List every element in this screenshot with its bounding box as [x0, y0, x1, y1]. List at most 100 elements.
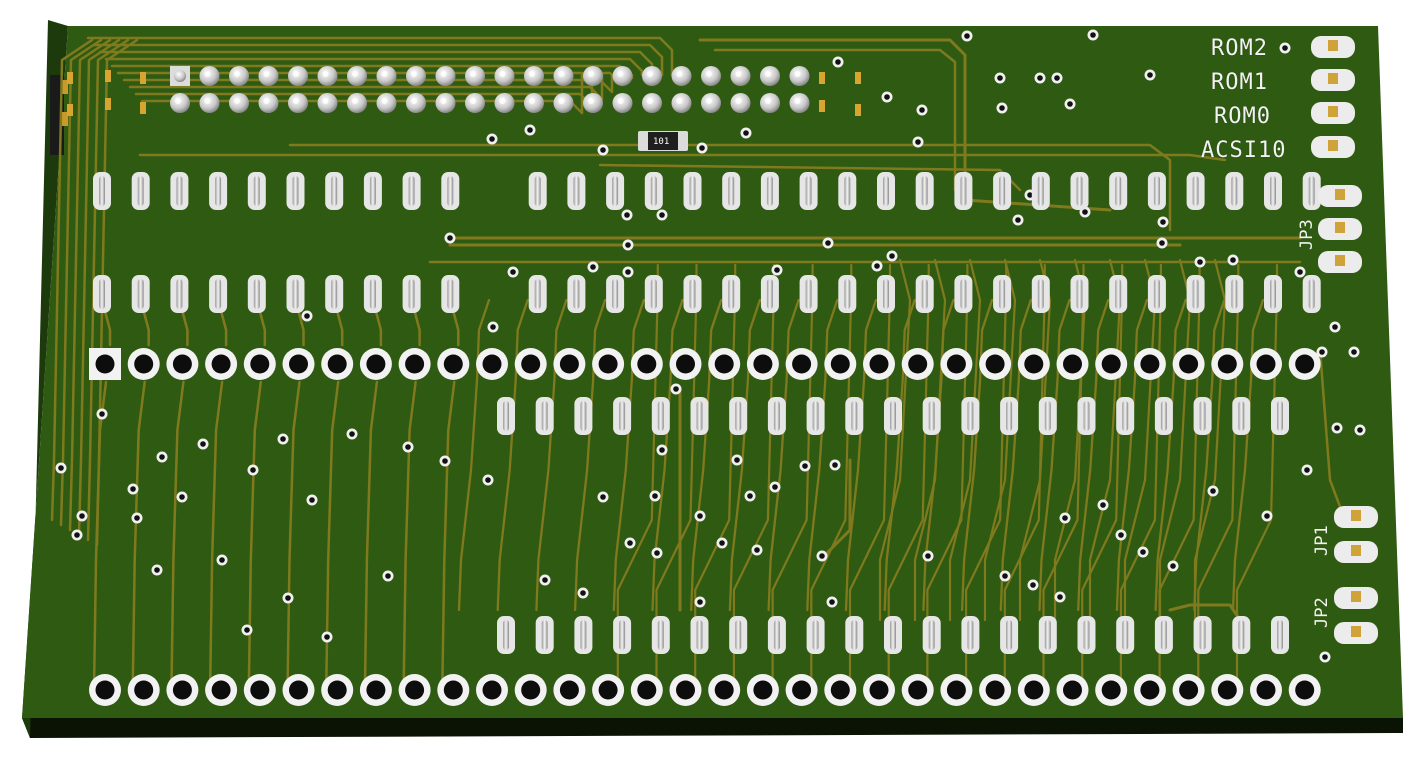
smd-pad: [140, 102, 146, 114]
through-hole: [172, 680, 192, 700]
pin-leg: [1192, 279, 1199, 309]
header-pin-highlight: [175, 98, 181, 104]
through-hole: [250, 354, 270, 374]
through-hole: [95, 354, 115, 374]
pin-leg: [541, 401, 548, 431]
via-hole: [1082, 209, 1088, 215]
pin-leg: [883, 176, 889, 206]
pin-leg: [1037, 176, 1044, 206]
header-pin: [174, 70, 186, 82]
label-rom1: ROM1: [1211, 70, 1268, 95]
through-hole: [1295, 354, 1315, 374]
pin-leg: [967, 401, 974, 431]
pin-leg: [1083, 620, 1090, 650]
via-hole: [527, 127, 533, 133]
pin-leg: [137, 279, 144, 309]
label-rom0: ROM0: [1214, 104, 1271, 129]
via-hole: [719, 540, 725, 546]
pin-leg: [1083, 401, 1090, 431]
through-hole: [1024, 354, 1044, 374]
copper-trace: [1193, 258, 1227, 622]
copper-trace: [823, 458, 852, 557]
pin-leg: [1044, 620, 1051, 650]
pin-leg: [1277, 401, 1283, 431]
via-hole: [774, 267, 780, 273]
header-pin-highlight: [499, 71, 506, 77]
header-pin-highlight: [558, 98, 565, 104]
header-pin-highlight: [499, 98, 506, 104]
jumper-pin: [1335, 255, 1345, 266]
pin-leg: [851, 620, 858, 650]
through-hole: [211, 354, 231, 374]
copper-trace: [104, 57, 644, 77]
pin-leg: [1006, 401, 1013, 431]
via-hole: [999, 105, 1005, 111]
pin-leg: [253, 176, 260, 206]
header-pin-highlight: [381, 71, 388, 77]
pin-leg: [728, 279, 735, 309]
pin-leg: [1044, 401, 1051, 431]
via-hole: [654, 550, 660, 556]
via-hole: [1054, 75, 1060, 81]
copper-trace: [698, 38, 1112, 212]
pin-leg: [1153, 279, 1160, 309]
via-hole: [159, 454, 165, 460]
copper-trace: [208, 380, 224, 692]
via-hole: [754, 547, 760, 553]
through-hole: [327, 680, 347, 700]
via-hole: [802, 463, 808, 469]
jumper-pin: [1351, 510, 1361, 521]
header-pin-highlight: [706, 98, 712, 104]
through-hole: [405, 354, 425, 374]
pin-leg: [573, 279, 580, 309]
through-hole: [482, 680, 502, 700]
via-hole: [1057, 594, 1063, 600]
pin-leg: [1006, 620, 1013, 650]
pin-leg: [650, 176, 657, 206]
pin-leg: [1270, 176, 1276, 206]
header-pin-highlight: [765, 71, 771, 77]
through-hole: [908, 354, 928, 374]
via-layer: [55, 29, 1366, 663]
board-edge: [22, 718, 1403, 738]
via-hole: [1264, 513, 1270, 519]
via-hole: [734, 457, 740, 463]
through-hole: [559, 680, 579, 700]
label-jp2: JP2: [1312, 597, 1332, 628]
through-hole: [830, 680, 850, 700]
via-hole: [1147, 72, 1153, 78]
via-hole: [1170, 563, 1176, 569]
pin-leg: [1270, 279, 1276, 309]
via-hole: [490, 324, 496, 330]
via-hole: [997, 75, 1003, 81]
pin-leg: [253, 279, 260, 309]
through-hole: [869, 354, 889, 374]
pin-leg: [292, 279, 299, 309]
copper-trace: [247, 380, 263, 692]
through-hole: [908, 680, 928, 700]
header-pin-highlight: [263, 71, 270, 77]
copper-trace: [324, 380, 340, 692]
through-hole: [172, 354, 192, 374]
via-hole: [832, 462, 838, 468]
pin-leg: [773, 401, 780, 431]
through-hole: [598, 354, 618, 374]
via-hole: [624, 212, 630, 218]
header-pin-highlight: [617, 98, 624, 104]
via-hole: [1015, 217, 1021, 223]
via-hole: [405, 444, 411, 450]
via-hole: [1334, 425, 1340, 431]
through-hole: [1179, 354, 1199, 374]
header-pin-highlight: [676, 71, 683, 77]
pin-leg: [503, 620, 509, 650]
via-hole: [280, 436, 286, 442]
pin-leg: [812, 620, 819, 650]
via-hole: [219, 557, 225, 563]
pin-leg: [573, 176, 580, 206]
through-hole: [1256, 354, 1276, 374]
header-pin-highlight: [735, 98, 742, 104]
header-pin-highlight: [440, 98, 447, 104]
pin-leg: [1122, 620, 1129, 650]
through-hole: [1217, 680, 1237, 700]
